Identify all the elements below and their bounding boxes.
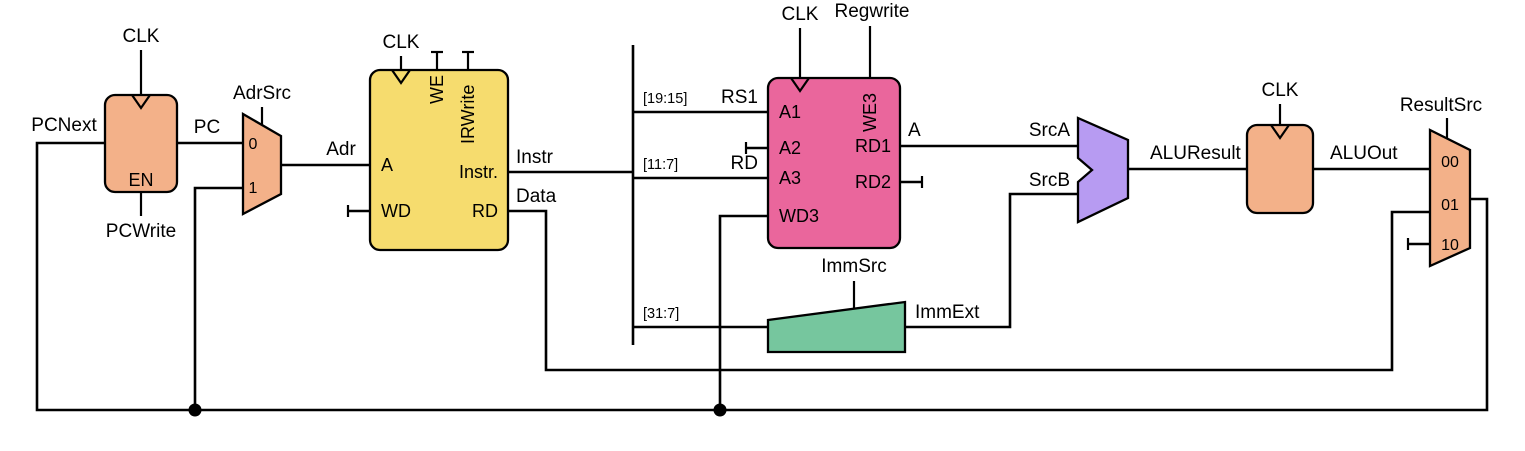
aluout-wire-label: ALUOut <box>1330 143 1398 164</box>
immext-srcb-wire <box>905 192 1078 329</box>
labels-group: CLK PCNext EN PCWrite PC AdrSrc 0 1 Adr … <box>31 1 1482 323</box>
resultsrc-mux-input01-label: 01 <box>1441 197 1459 214</box>
rs1-wire-label: RS1 <box>721 87 758 108</box>
pc-en-port-label: EN <box>128 170 153 190</box>
aluresult-wire-label: ALUResult <box>1150 143 1242 164</box>
pcwrite-label: PCWrite <box>106 221 176 242</box>
adrmux-input1-wire <box>193 186 243 410</box>
wires-group <box>35 45 1489 417</box>
immext-wire-label: ImmExt <box>915 302 980 323</box>
regfile-we3-port-label: WE3 <box>860 93 880 132</box>
regfile-clk-wedge-icon <box>790 77 810 93</box>
adrsrc-label: AdrSrc <box>233 83 291 104</box>
extend-unit <box>766 300 907 354</box>
rd-wire-label: RD <box>731 153 758 174</box>
memory-instr-port-label: Instr. <box>459 162 498 182</box>
rd-field-label: [11:7] <box>643 157 678 173</box>
regfile-a2-port-label: A2 <box>779 138 801 158</box>
instr-data-memory <box>368 68 510 252</box>
aluout-register <box>1245 123 1315 215</box>
pc-clk-wedge-icon <box>131 94 151 110</box>
memory-irwrite-port-label: IRWrite <box>458 85 478 144</box>
regfile-rd2-port-label: RD2 <box>855 172 891 192</box>
control-lines-group <box>139 26 1449 309</box>
rs1-field-label: [19:15] <box>643 91 687 107</box>
adrsrc-mux-input0-label: 0 <box>249 136 258 153</box>
pc-clk-label: CLK <box>123 26 160 47</box>
srcb-wire-label: SrcB <box>1029 170 1070 191</box>
memory-rd-port-label: RD <box>472 201 498 221</box>
a-wire-label: A <box>908 120 921 141</box>
resultsrc-mux-input10-label: 10 <box>1441 237 1459 254</box>
pcnext-label: PCNext <box>31 115 97 136</box>
memory-clk-wedge-icon <box>391 69 411 85</box>
result-feedback-wire <box>35 141 1489 412</box>
memory-wd-port-label: WD <box>381 201 411 221</box>
aluout-clk-wedge-icon <box>1270 124 1290 140</box>
pc-register <box>103 93 179 194</box>
memory-we-port-label: WE <box>427 75 447 104</box>
resultsrc-mux <box>1428 128 1472 268</box>
regfile-clk-label: CLK <box>782 4 819 25</box>
data-wire <box>508 209 1430 372</box>
adrsrc-mux <box>241 112 283 216</box>
imm-field-label: [31:7] <box>643 306 679 322</box>
resultsrc-mux-input00-label: 00 <box>1441 154 1459 171</box>
aluout-clk-label: CLK <box>1262 80 1299 101</box>
regfile-a1-port-label: A1 <box>779 102 801 122</box>
regfile-wd3-port-label: WD3 <box>779 206 819 226</box>
immsrc-label: ImmSrc <box>821 256 886 277</box>
regwrite-label: Regwrite <box>835 1 910 22</box>
pc-wire-label: PC <box>194 117 220 138</box>
register-file <box>766 76 902 250</box>
resultsrc-label: ResultSrc <box>1400 95 1482 116</box>
regfile-a3-port-label: A3 <box>779 168 801 188</box>
junction-dot-wd3 <box>713 403 727 417</box>
srca-wire-label: SrcA <box>1029 120 1071 141</box>
instr-wire-label: Instr <box>516 147 554 168</box>
data-wire-label: Data <box>516 186 557 207</box>
memory-a-port-label: A <box>381 155 393 175</box>
adr-wire-label: Adr <box>326 139 356 160</box>
wd3-wire <box>718 214 768 410</box>
junction-dot-adrmux <box>188 403 202 417</box>
memory-clk-label: CLK <box>383 32 420 53</box>
alu <box>1076 116 1130 224</box>
adrsrc-mux-input1-label: 1 <box>249 180 258 197</box>
regfile-rd1-port-label: RD1 <box>855 136 891 156</box>
